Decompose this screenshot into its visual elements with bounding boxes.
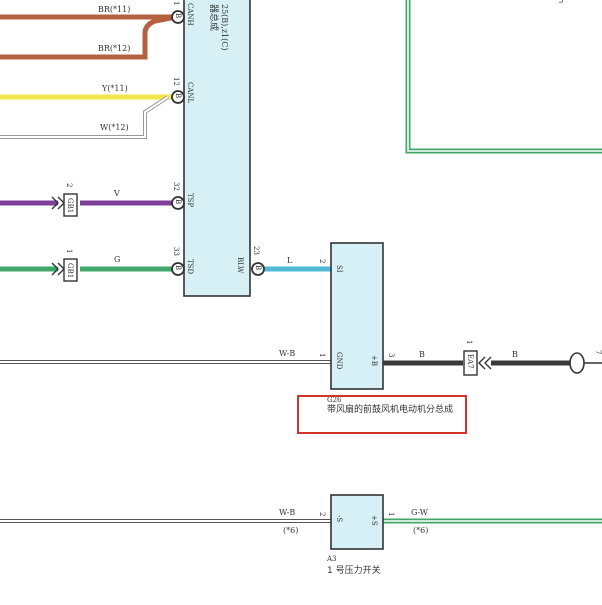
connector-gb1-g-pin: 1 xyxy=(65,249,73,253)
wire-label-w12: W(*12) xyxy=(100,123,129,132)
ecu-component: 25(B),z1(C) 器总成 xyxy=(183,0,251,297)
fuse: 7 xyxy=(569,350,602,374)
highlight-box xyxy=(297,395,467,434)
partial-label: ｍ xyxy=(557,0,565,3)
fuse-label: 7 xyxy=(594,350,602,354)
wire-note-a3-right: (*6) xyxy=(413,526,428,535)
ecu-pin-tsd-number: 33 xyxy=(172,247,180,256)
wire-label-gw-a3: G-W xyxy=(411,508,429,517)
fan-motor-name: 带风扇的前鼓风机电动机分总成 xyxy=(327,403,453,415)
connector-ea7-id: EA7 xyxy=(466,354,474,369)
ecu-pin-blw: B 23 BLW xyxy=(236,246,265,276)
wire-label-b-right: B xyxy=(512,350,518,359)
ecu-pin-blw-connector: B xyxy=(254,265,262,270)
ecu-pin-canl-number: 12 xyxy=(172,77,180,86)
pressure-switch-component: 2 -S 1 +S A3 1 号压力开关 xyxy=(318,494,395,576)
ecu-pin-blw-name: BLW xyxy=(236,257,244,274)
fan-motor-pin-si-name: SI xyxy=(335,265,343,273)
fan-motor-pin-b-number: 3 xyxy=(387,353,395,357)
connector-gb1-g: GB1 1 xyxy=(63,249,78,282)
ecu-pin-tsd: B 33 TSD xyxy=(171,247,194,276)
connector-ea7: EA7 1 xyxy=(463,340,478,376)
ecu-header-line-2: 器总成 xyxy=(208,4,220,31)
wire-br12: BR(*12) xyxy=(0,14,177,60)
wire-label-br11: BR(*11) xyxy=(98,5,130,14)
ecu-pin-canh: B 1 CANH xyxy=(171,1,194,26)
ecu-pin-tsp-number: 32 xyxy=(172,182,180,191)
wire-wb-g26: W-B xyxy=(0,349,331,364)
connector-ea7-pin: 1 xyxy=(465,340,473,344)
connector-gb1-v: GB1 2 xyxy=(63,183,78,217)
pressure-switch-pin-left-name: -S xyxy=(335,515,343,522)
wire-label-v: V xyxy=(113,189,120,198)
connector-gb1-v-pin: 2 xyxy=(65,183,73,187)
fan-motor-pin-b-name: +B xyxy=(370,355,378,366)
wire-b: B B xyxy=(383,350,570,370)
connector-gb1-v-id: GB1 xyxy=(66,198,74,213)
fan-motor-component: 2 SI 1 GND 3 +B G26 xyxy=(318,242,395,404)
wire-l: L xyxy=(264,256,331,272)
wire-label-g: G xyxy=(114,255,120,264)
wire-gw-a3: G-W (*6) xyxy=(383,508,602,535)
ecu-pin-tsp-connector: B xyxy=(174,199,182,204)
ecu-pin-tsd-name: TSD xyxy=(186,259,194,274)
pressure-switch-pin-right-number: 1 xyxy=(387,512,395,516)
wire-note-a3-left: (*6) xyxy=(283,526,298,535)
wire-y11: Y(*11) xyxy=(0,84,176,100)
wire-w12: W(*12) xyxy=(0,95,170,139)
ecu-pin-canl-connector: B xyxy=(174,93,182,98)
wire-label-l: L xyxy=(287,256,293,265)
ecu-pin-blw-number: 23 xyxy=(252,246,260,255)
ecu-pin-canl-name: CANL xyxy=(186,82,194,104)
ecu-pin-canl: B 12 CANL xyxy=(171,77,194,104)
ecu-pin-tsp: B 32 TSP xyxy=(171,182,194,210)
pressure-switch-name: 1 号压力开关 xyxy=(327,564,381,576)
ecu-header-line-1: 25(B),z1(C) xyxy=(220,4,229,51)
ecu-pin-tsd-connector: B xyxy=(174,265,182,270)
pressure-switch-pin-right-name: +S xyxy=(370,515,378,526)
wire-v: V xyxy=(0,189,176,210)
wire-label-wb-g26: W-B xyxy=(279,349,295,358)
wire-wb-a3: W-B (*6) xyxy=(0,508,331,535)
wire-label-wb-a3: W-B xyxy=(279,508,295,517)
ecu-pin-tsp-name: TSP xyxy=(186,193,194,207)
fan-motor-pin-gnd-name: GND xyxy=(335,352,343,370)
connector-gb1-g-id: GB1 xyxy=(66,263,74,278)
fan-motor-pin-gnd-number: 1 xyxy=(318,353,326,357)
partial-component-top-right: ｍ xyxy=(405,0,602,154)
ecu-pin-canh-number: 1 xyxy=(172,1,180,5)
pressure-switch-pin-left-number: 2 xyxy=(318,512,326,516)
wire-label-y11: Y(*11) xyxy=(101,84,128,93)
ecu-pin-canh-connector: B xyxy=(174,13,182,18)
pressure-switch-code: A3 xyxy=(326,555,337,563)
fan-motor-pin-si-number: 2 xyxy=(318,259,326,263)
wire-g: G xyxy=(0,255,176,276)
ecu-pin-canh-name: CANH xyxy=(186,3,194,26)
wire-label-b-left: B xyxy=(419,350,425,359)
wire-label-br12: BR(*12) xyxy=(98,44,130,53)
wire-br11: BR(*11) xyxy=(0,5,176,20)
fan-motor-code: G26 xyxy=(327,396,342,404)
